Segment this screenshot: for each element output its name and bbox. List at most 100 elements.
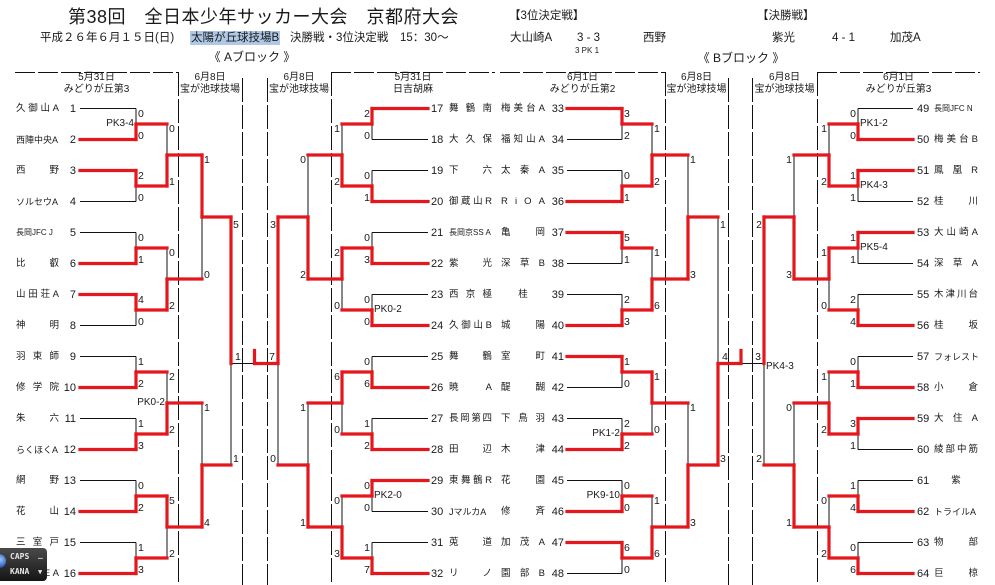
team-number: 9	[69, 350, 76, 363]
column-header-b-first-round-right: 6月1日 みどりが丘第3	[817, 72, 980, 96]
matches-label: 決勝戦・3位決定戦	[290, 32, 389, 44]
match-score: 1	[654, 495, 660, 507]
penalty-kick-result: PK5-4	[860, 242, 888, 253]
team-name: 三室戸	[16, 536, 59, 548]
final-label: 【決勝戦】	[757, 10, 815, 22]
match-score: 2	[624, 417, 630, 430]
match-score: 4	[204, 517, 210, 529]
team-name: 莵道	[449, 536, 492, 548]
match-score: 1	[233, 453, 239, 465]
match-score: 0	[364, 169, 370, 182]
team-name: 朱六	[16, 412, 59, 424]
team-number: 46	[551, 505, 564, 518]
match-score: 3	[624, 107, 630, 120]
team-name: 木津	[501, 443, 545, 455]
team-number: 33	[551, 102, 564, 115]
team-number: 23	[431, 288, 444, 301]
penalty-kick-result: PK3-4	[106, 118, 134, 129]
match-score: 1	[624, 253, 630, 266]
team-name: 大久保	[449, 133, 492, 145]
match-score: 0	[169, 123, 175, 135]
match-score: 0	[138, 107, 144, 120]
team-name: 下鳥羽	[501, 412, 545, 424]
match-score: 2	[169, 300, 175, 312]
penalty-kick-result: PK0-2	[137, 397, 165, 408]
team-number: 12	[63, 443, 76, 456]
team-name: 下六	[449, 164, 492, 176]
block-final-score: 1	[235, 350, 241, 363]
team-number: 44	[551, 443, 564, 456]
team-number: 3	[69, 164, 76, 177]
ime-status-indicator[interactable]: CAPS KANA	[0, 548, 47, 581]
match-score: 0	[364, 479, 370, 492]
match-score: 5	[624, 231, 630, 244]
match-score: 3	[138, 439, 144, 452]
team-name: 長岡第四	[449, 412, 492, 424]
column-venue: 宝が池球技場	[666, 84, 727, 95]
team-number: 61	[917, 474, 930, 487]
team-number: 14	[63, 505, 76, 518]
match-score: 3	[138, 563, 144, 576]
match-score: 0	[364, 231, 370, 244]
match-score: 3	[720, 453, 726, 465]
team-name: 紫光	[449, 257, 492, 269]
match-score: 2	[850, 293, 856, 306]
team-number: 38	[551, 257, 564, 270]
match-score: 0	[624, 169, 630, 182]
team-name: 桂川	[934, 195, 978, 207]
team-number: 29	[431, 474, 444, 487]
match-score: 6	[364, 377, 370, 390]
match-score: 1	[334, 123, 340, 135]
match-score: 2	[138, 377, 144, 390]
column-date: 6月8日	[680, 72, 713, 83]
team-number: 21	[431, 226, 444, 239]
column-date: 6月1日	[882, 72, 915, 83]
team-number: 15	[63, 536, 76, 549]
match-score: 1	[850, 191, 856, 204]
kana-mode-indicator[interactable]: KANA	[10, 566, 45, 578]
team-name: 亀岡	[501, 226, 545, 238]
column-header-a-first-round-right: 5月31日 日吉胡麻	[331, 72, 495, 96]
match-score: 3	[624, 315, 630, 328]
kickoff-time: 15：30～	[400, 32, 449, 44]
caps-lock-indicator[interactable]: CAPS	[10, 551, 45, 563]
match-score: 1	[654, 371, 660, 383]
match-score: 4	[138, 293, 144, 306]
team-name: 西陣中央A	[16, 134, 59, 145]
kana-label: KANA	[10, 567, 30, 576]
match-score: 0	[138, 315, 144, 328]
match-score: 2	[364, 107, 370, 120]
match-score: 1	[850, 253, 856, 266]
column-date: 6月8日	[768, 72, 801, 83]
column-date: 6月8日	[283, 72, 315, 83]
team-name: 舞鶴南	[449, 102, 492, 114]
match-score: 6	[654, 548, 660, 560]
match-score: 1	[821, 123, 827, 135]
match-score: 1	[690, 154, 696, 166]
match-score: 2	[169, 548, 175, 560]
team-number: 54	[917, 257, 930, 270]
match-score: 5	[233, 219, 239, 231]
team-number: 41	[551, 350, 564, 363]
match-score: 6	[624, 541, 630, 554]
match-score: 1	[850, 169, 856, 182]
match-score: 1	[300, 402, 306, 414]
match-score: 2	[334, 176, 340, 188]
team-number: 39	[551, 288, 564, 301]
match-score: 1	[364, 541, 370, 554]
team-name: 室町	[501, 350, 545, 362]
team-number: 4	[69, 195, 76, 208]
match-score: 0	[624, 563, 630, 576]
team-number: 17	[431, 102, 444, 115]
team-number: 26	[431, 381, 444, 394]
team-number: 42	[551, 381, 564, 394]
match-score: 0	[138, 231, 144, 244]
team-number: 6	[69, 257, 76, 270]
match-score: 0	[850, 129, 856, 142]
